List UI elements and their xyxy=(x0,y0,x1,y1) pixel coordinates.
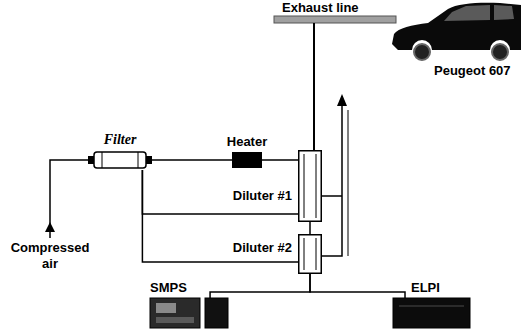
flow-line xyxy=(142,170,298,214)
flow-line xyxy=(142,170,298,262)
tube-outline xyxy=(298,234,322,274)
flow-arrowhead xyxy=(337,94,347,106)
air-inlet-line xyxy=(50,160,88,238)
exhaust-pipe xyxy=(274,16,396,23)
unit-label: Filter xyxy=(104,132,137,148)
part-label: Peugeot 607 xyxy=(434,63,511,79)
bypass-line xyxy=(348,110,349,256)
smps-unit: SMPS xyxy=(150,298,228,328)
bypass-line xyxy=(322,195,342,197)
unit-label: SMPS xyxy=(150,280,187,296)
flow-line xyxy=(309,222,311,234)
filter-body xyxy=(94,152,146,168)
elpi-unit: ELPI xyxy=(393,298,470,328)
bypass-line xyxy=(322,96,342,256)
filter-cap xyxy=(88,156,94,164)
unit-label: Diluter #2 xyxy=(233,240,292,256)
car-body xyxy=(392,3,521,50)
car-illustration xyxy=(392,3,521,60)
unit-label: ELPI xyxy=(411,280,440,296)
part-label: Exhaust line xyxy=(282,0,359,16)
sampling-probe-line xyxy=(313,23,315,150)
flow-line xyxy=(310,274,405,298)
car-window xyxy=(444,5,490,21)
heater-unit: Heater xyxy=(232,152,262,168)
diluter-inner-wall xyxy=(316,238,317,270)
tube-unit: Diluter #2 xyxy=(298,234,322,274)
diluter-inner-wall xyxy=(304,238,305,270)
car-window xyxy=(494,5,514,20)
diluter-body xyxy=(299,151,322,222)
flow-line xyxy=(210,274,310,298)
unit-label: Heater xyxy=(227,134,267,150)
filter-cap xyxy=(146,156,152,164)
instrument-body xyxy=(393,298,470,328)
filter-seam xyxy=(102,152,103,168)
smps-outline xyxy=(150,298,228,328)
car-wheel xyxy=(414,44,430,60)
flow-arrowhead xyxy=(45,222,55,232)
tube-outline xyxy=(298,150,322,222)
tube-unit: Diluter #1 xyxy=(298,150,322,222)
instrument-panel xyxy=(399,306,464,307)
flow-line xyxy=(152,159,232,161)
unit-label: Diluter #1 xyxy=(233,188,292,204)
filter-seam xyxy=(138,152,139,168)
car-wheel xyxy=(492,44,508,60)
counter-body xyxy=(205,298,228,328)
instrument-panel xyxy=(156,317,194,323)
filter-outline xyxy=(88,150,152,170)
diluter-inner-wall xyxy=(304,154,305,218)
elpi-outline xyxy=(393,298,470,328)
instrument-body xyxy=(150,298,200,328)
instrument-panel xyxy=(156,303,176,313)
part-label: Compressed air xyxy=(9,240,91,272)
diluter-body xyxy=(299,235,322,274)
flow-line xyxy=(262,159,298,161)
diluter-inner-wall xyxy=(316,154,317,218)
filter-unit: Filter xyxy=(88,150,152,170)
